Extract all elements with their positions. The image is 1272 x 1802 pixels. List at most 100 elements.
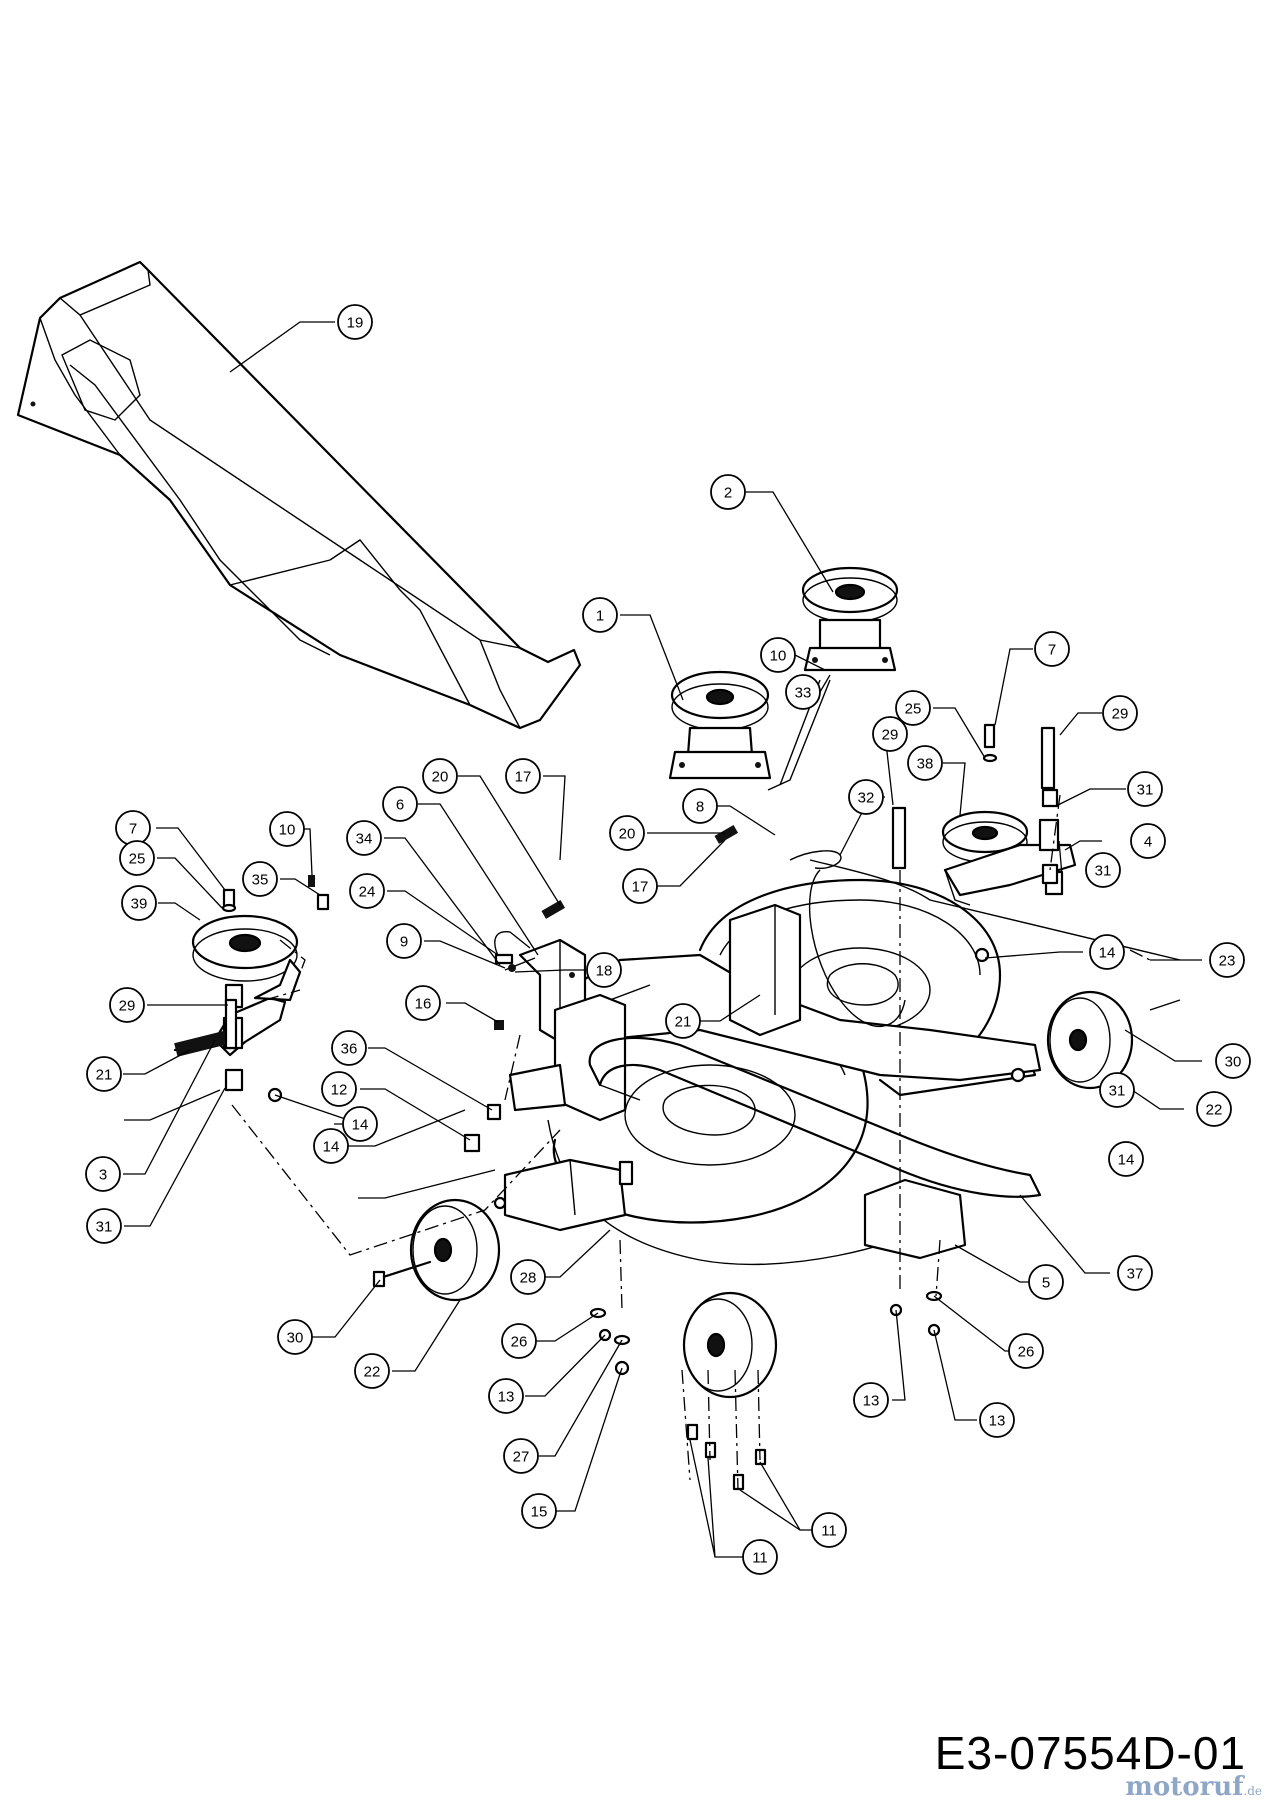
callout-13: 13 xyxy=(488,1378,524,1414)
callout-4: 4 xyxy=(1130,823,1166,859)
callout-circle xyxy=(501,1323,537,1359)
callout-label: 37 xyxy=(1127,1266,1144,1283)
callout-label: 8 xyxy=(696,799,704,816)
bracket-28 xyxy=(503,1158,627,1232)
callout-label: 25 xyxy=(905,701,922,718)
callout-circle xyxy=(853,1382,889,1418)
callout-26: 26 xyxy=(1008,1333,1044,1369)
callout-label: 27 xyxy=(513,1449,530,1466)
callout-circle xyxy=(1108,1141,1144,1177)
callout-circle xyxy=(1089,934,1125,970)
callout-25: 25 xyxy=(119,840,155,876)
callout-circle xyxy=(1127,771,1163,807)
callout-6: 6 xyxy=(382,786,418,822)
callout-circle xyxy=(872,716,908,752)
deck-hanger-left xyxy=(508,993,627,1122)
callout-20: 20 xyxy=(609,815,645,851)
callout-label: 11 xyxy=(752,1550,768,1567)
callout-1: 1 xyxy=(582,597,618,633)
callout-label: 28 xyxy=(520,1270,537,1287)
callout-label: 26 xyxy=(1018,1344,1035,1361)
callout-label: 17 xyxy=(632,879,649,896)
callout-29: 29 xyxy=(872,716,908,752)
callout-31: 31 xyxy=(1127,771,1163,807)
spindle-assembly-2 xyxy=(801,566,899,672)
callout-circle xyxy=(321,1071,357,1107)
callout-19: 19 xyxy=(337,304,373,340)
callout-13: 13 xyxy=(979,1402,1015,1438)
callout-circle xyxy=(386,923,422,959)
callout-11: 11 xyxy=(742,1539,778,1575)
callout-circle xyxy=(907,745,943,781)
callout-circle xyxy=(331,1030,367,1066)
callout-35: 35 xyxy=(242,861,278,897)
callout-circle xyxy=(269,811,305,847)
callout-label: 18 xyxy=(596,963,613,980)
callout-31: 31 xyxy=(1085,852,1121,888)
callout-15: 15 xyxy=(521,1493,557,1529)
callout-23: 23 xyxy=(1209,942,1245,978)
callout-18: 18 xyxy=(586,952,622,988)
watermark-suffix: .de xyxy=(1243,1784,1262,1798)
callout-circle xyxy=(337,304,373,340)
callout-36: 36 xyxy=(331,1030,367,1066)
callout-label: 36 xyxy=(341,1041,358,1058)
callout-21: 21 xyxy=(86,1056,122,1092)
callout-label: 7 xyxy=(129,821,137,838)
callout-label: 11 xyxy=(821,1523,837,1540)
callout-label: 26 xyxy=(511,1334,528,1351)
callout-33: 33 xyxy=(785,674,821,710)
callout-29: 29 xyxy=(109,987,145,1023)
gauge-wheel-front xyxy=(682,1291,778,1399)
callout-label: 14 xyxy=(1118,1152,1135,1169)
callout-label: 13 xyxy=(863,1393,880,1410)
center-lines xyxy=(231,794,1151,1491)
callout-label: 22 xyxy=(364,1364,381,1381)
callout-16: 16 xyxy=(405,985,441,1021)
callout-32: 32 xyxy=(848,779,884,815)
callout-circle xyxy=(682,788,718,824)
drawing-number: E3-07554D-01 xyxy=(934,1727,1246,1779)
callout-label: 2 xyxy=(724,485,732,502)
callout-circle xyxy=(742,1539,778,1575)
callout-label: 21 xyxy=(675,1014,692,1031)
callout-circle xyxy=(1008,1333,1044,1369)
bracket-5 xyxy=(863,1178,967,1260)
callout-circle xyxy=(109,987,145,1023)
callout-circle xyxy=(582,597,618,633)
callout-circle xyxy=(1085,852,1121,888)
callout-label: 29 xyxy=(1112,706,1129,723)
callout-39: 39 xyxy=(121,885,157,921)
callout-26: 26 xyxy=(501,1323,537,1359)
bar-23 xyxy=(808,859,1181,1028)
callout-circle xyxy=(1196,1091,1232,1127)
callout-label: 31 xyxy=(1109,1083,1126,1100)
callout-circle xyxy=(848,779,884,815)
callout-label: 14 xyxy=(352,1117,369,1134)
callout-label: 15 xyxy=(531,1504,548,1521)
callout-10: 10 xyxy=(760,637,796,673)
callout-7: 7 xyxy=(1034,631,1070,667)
callout-label: 16 xyxy=(415,996,432,1013)
callout-circle xyxy=(242,861,278,897)
callout-label: 38 xyxy=(917,756,934,773)
callout-label: 3 xyxy=(99,1167,107,1184)
callout-circle xyxy=(354,1353,390,1389)
callout-7: 7 xyxy=(115,810,151,846)
callout-38: 38 xyxy=(907,745,943,781)
callout-22: 22 xyxy=(1196,1091,1232,1127)
callout-label: 34 xyxy=(356,831,373,848)
callout-14: 14 xyxy=(1089,934,1125,970)
callout-label: 31 xyxy=(1137,782,1154,799)
callout-label: 25 xyxy=(129,851,146,868)
callout-label: 39 xyxy=(131,896,148,913)
callout-circle xyxy=(405,985,441,1021)
callout-label: 9 xyxy=(400,934,408,951)
callout-circle xyxy=(1117,1255,1153,1291)
callout-circle xyxy=(521,1493,557,1529)
callout-circle xyxy=(1209,942,1245,978)
callout-label: 29 xyxy=(119,998,136,1015)
bracket-column xyxy=(728,903,802,1037)
